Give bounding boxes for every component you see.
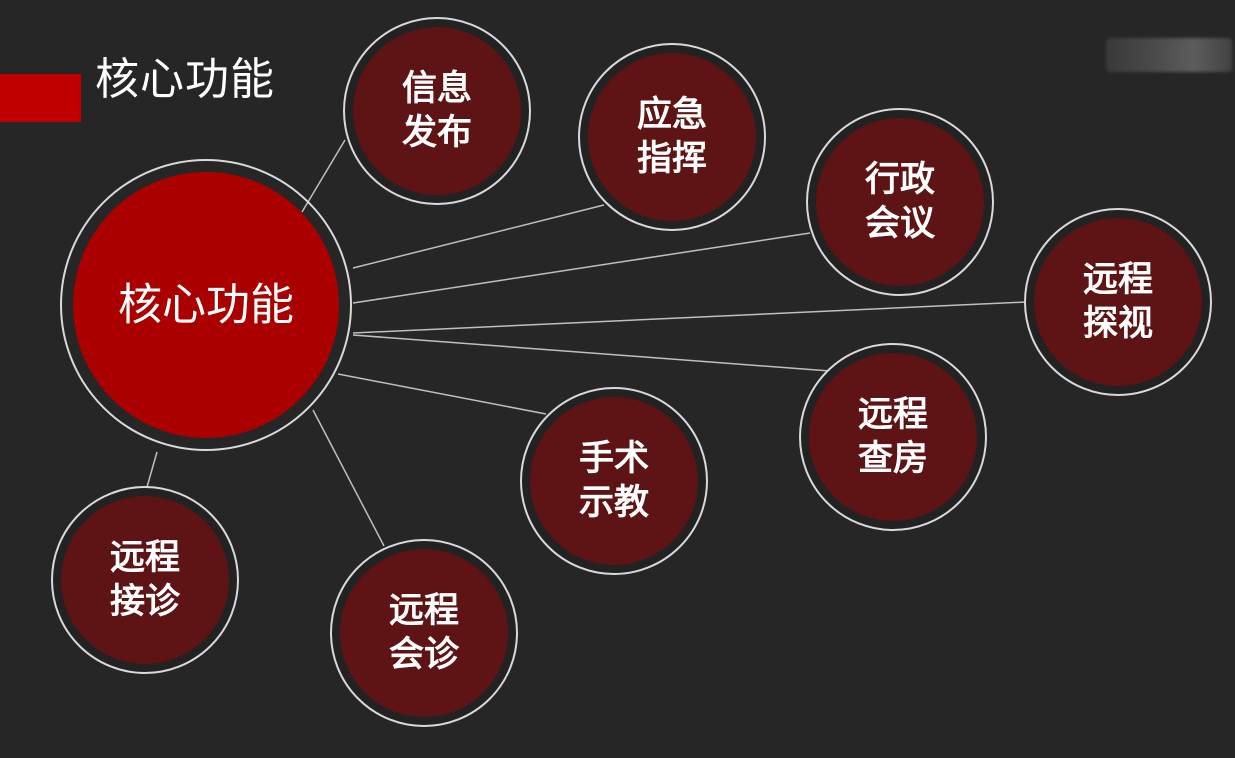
node-fill [816,118,984,286]
node-label-line1: 手术 [579,439,649,479]
node-label-line2: 接诊 [110,582,181,622]
hub-circle: 核心功能 [60,159,352,451]
node-fill [809,353,977,521]
hub-label: 核心功能 [118,280,294,331]
connector-lines [146,139,1027,547]
node-label-line1: 远程 [389,591,459,631]
page-title: 核心功能 [95,54,275,105]
node-label-line2: 示教 [579,483,649,523]
connector-line [301,139,346,213]
connector-line [146,451,158,488]
connector-line [352,232,811,304]
node-label-line1: 远程 [1083,260,1153,300]
node-fill [588,53,756,221]
node-fill [353,27,521,195]
hub-outer-ring [60,159,352,451]
node-label-line1: 行政 [865,160,935,200]
function-nodes: 信息发布应急指挥行政会议远程探视远程查房手术示教远程会诊远程接诊 [51,17,1212,727]
hub-fill [73,172,339,438]
node-fill [530,397,698,565]
node-label-line2: 探视 [1083,304,1153,344]
node-label-line2: 会议 [865,204,936,244]
node-fill [1034,218,1202,386]
node-label-line1: 远程 [858,395,928,435]
connector-line [352,301,1027,334]
node-label-line2: 指挥 [637,139,707,179]
title-accent-bar [0,74,81,122]
connector-line [312,409,385,547]
node-label-line2: 发布 [402,113,472,153]
connector-line [352,204,605,269]
connector-line [352,334,831,372]
node-label-line2: 查房 [858,439,928,479]
node-label-line1: 应急 [637,94,707,135]
connector-line [337,373,547,415]
node-fill [340,549,508,717]
node-label-line1: 信息 [402,68,472,109]
logo-watermark [1106,38,1232,72]
node-label-line1: 远程 [110,538,180,578]
node-fill [61,496,229,664]
node-label-line2: 会诊 [389,635,460,675]
